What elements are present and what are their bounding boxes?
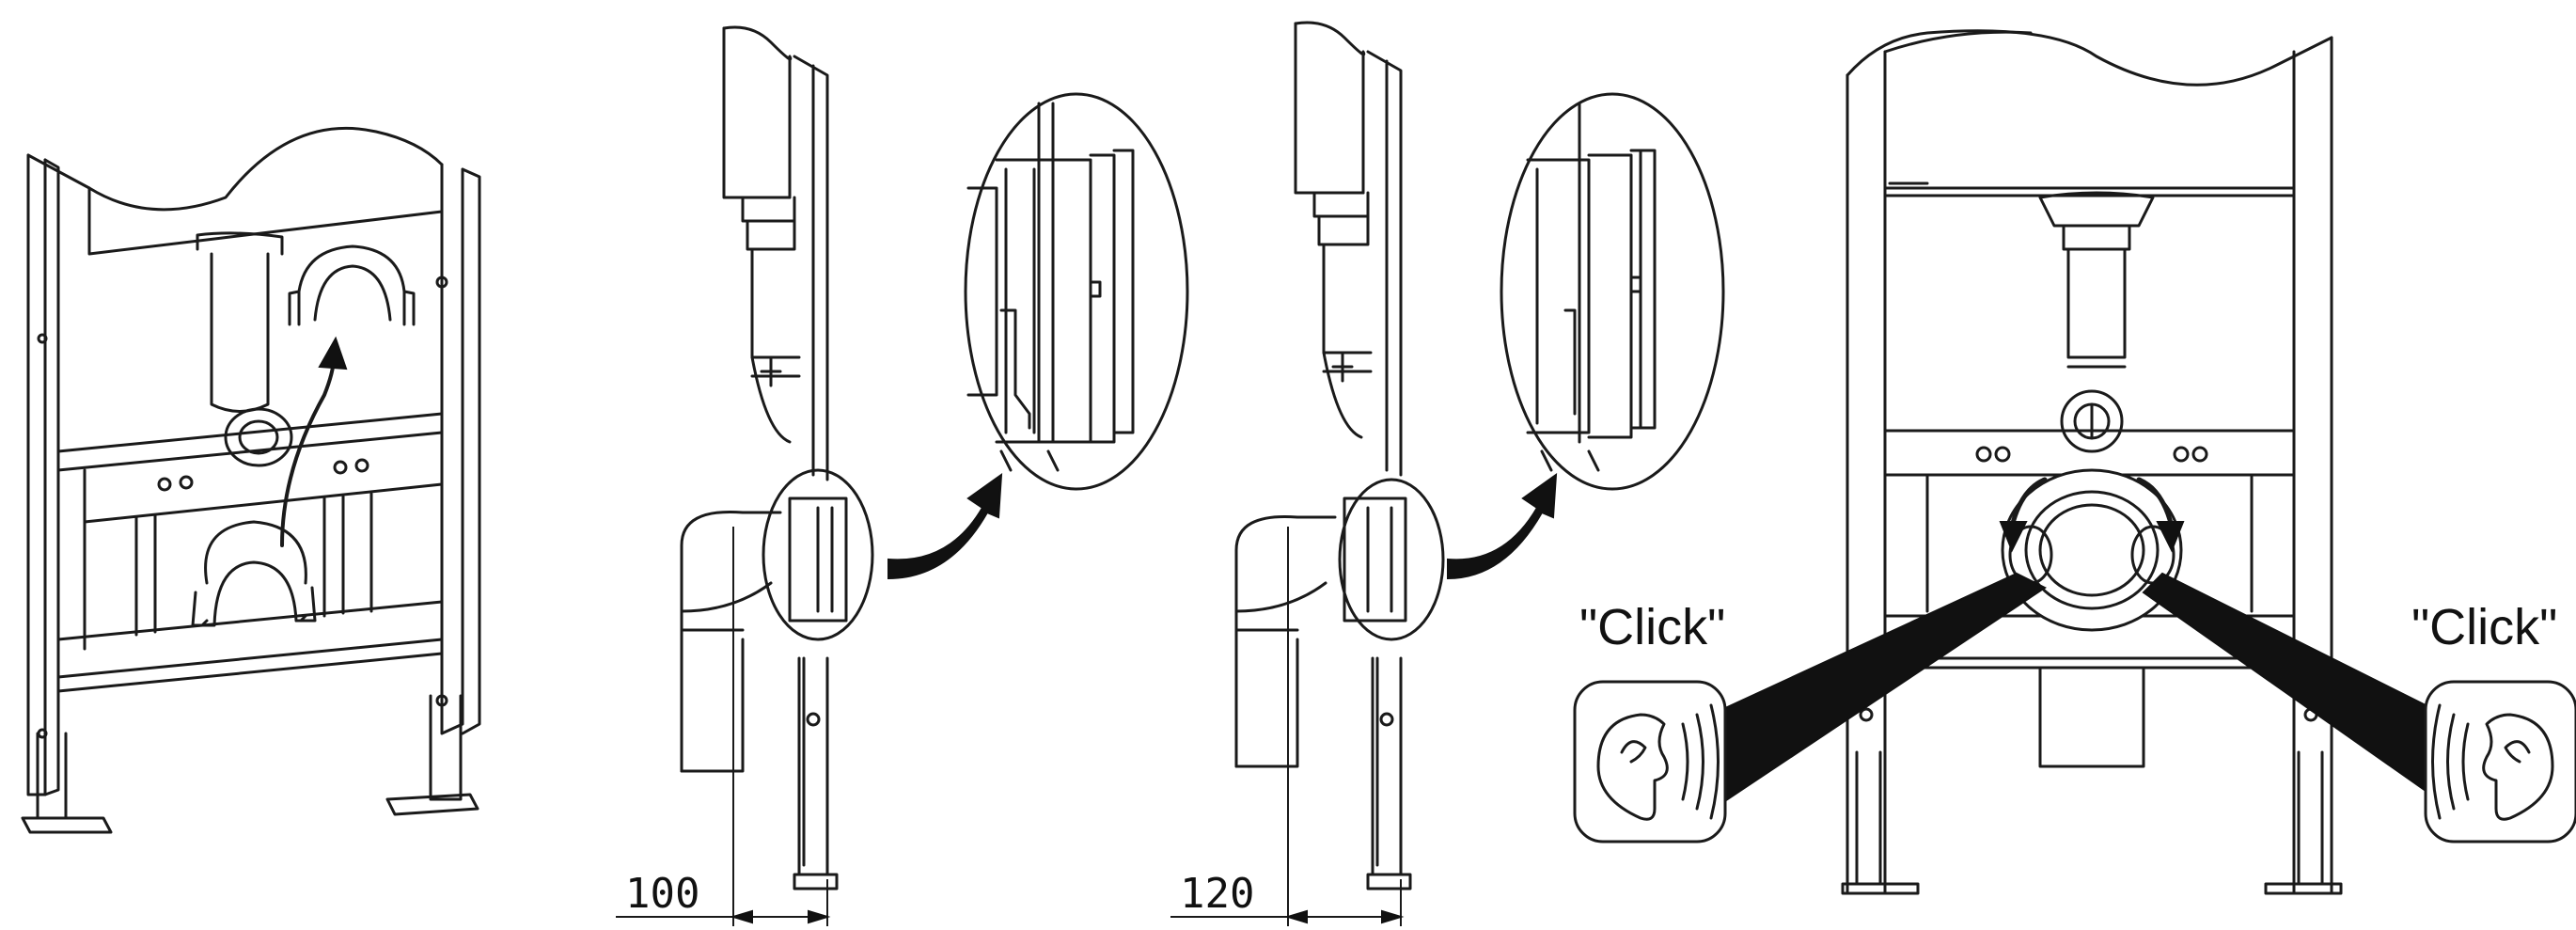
- dimension-label-120: 120: [1180, 870, 1254, 918]
- panel-2-side-view-100: 100: [616, 25, 1189, 926]
- dimension-label-100: 100: [625, 870, 699, 918]
- panel-3-side-view-120: 120: [1170, 21, 1725, 926]
- click-label-left: "Click": [1579, 599, 1725, 655]
- click-label-right: "Click": [2411, 599, 2557, 655]
- panel-4-front-view-click: "Click" "Click": [1573, 29, 2576, 895]
- panel-1-frame-perspective: [21, 126, 481, 834]
